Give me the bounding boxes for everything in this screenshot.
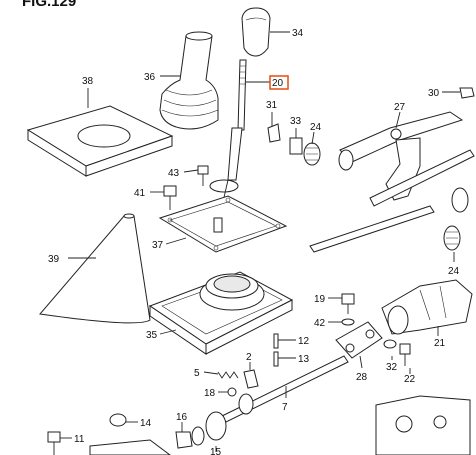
callout-13[interactable]: 13 <box>298 354 310 365</box>
callout-19[interactable]: 19 <box>314 294 326 305</box>
callout-36[interactable]: 36 <box>144 72 156 83</box>
callout-31[interactable]: 31 <box>266 100 278 111</box>
callout-12[interactable]: 12 <box>298 336 310 347</box>
housing-21-part[interactable] <box>381 279 473 335</box>
bushing-2-part[interactable] <box>243 369 259 389</box>
callout-18[interactable]: 18 <box>204 388 216 399</box>
bolt-22-part[interactable] <box>399 343 411 366</box>
callout-24-lower[interactable]: 24 <box>448 266 460 277</box>
callout-28[interactable]: 28 <box>356 372 368 383</box>
shift-knob-part[interactable] <box>241 7 271 57</box>
callout-24-upper[interactable]: 24 <box>310 122 322 133</box>
bolt-19-part[interactable] <box>341 293 355 314</box>
callout-42[interactable]: 42 <box>314 318 326 329</box>
linkage-rod-right[interactable] <box>309 149 475 253</box>
callout-7[interactable]: 7 <box>282 402 288 413</box>
bushing-15-part[interactable] <box>191 411 227 446</box>
callout-30[interactable]: 30 <box>428 88 440 99</box>
callout-27[interactable]: 27 <box>394 102 406 113</box>
callout-39[interactable]: 39 <box>48 254 60 265</box>
washer-42-part[interactable] <box>341 318 355 326</box>
highlight-box-20 <box>269 75 289 90</box>
callout-43[interactable]: 43 <box>168 168 180 179</box>
gasket-plate-part[interactable] <box>158 195 288 253</box>
callout-2[interactable]: 2 <box>246 352 252 363</box>
callout-11[interactable]: 11 <box>74 434 85 445</box>
callout-41[interactable]: 41 <box>134 188 146 199</box>
callout-35[interactable]: 35 <box>146 330 158 341</box>
washer-32-part[interactable] <box>383 339 397 349</box>
ball-18-part[interactable] <box>227 387 237 397</box>
cap-14-part[interactable] <box>109 413 127 427</box>
bolt-43-part[interactable] <box>197 165 209 186</box>
nut-part[interactable] <box>459 87 475 99</box>
figure-title: FIG.129 <box>22 0 76 10</box>
joint-28-part[interactable] <box>335 321 383 359</box>
bolt-41-part[interactable] <box>163 185 177 210</box>
nut-16-part[interactable] <box>175 431 193 449</box>
callout-21[interactable]: 21 <box>434 338 446 349</box>
leader-lines <box>60 31 460 452</box>
bolt-11-part[interactable] <box>47 431 61 455</box>
base-boot-part[interactable] <box>148 271 294 355</box>
shift-boot-part[interactable] <box>159 31 219 130</box>
bracket-lower-right[interactable] <box>375 395 471 455</box>
spring-5-part[interactable] <box>217 371 239 379</box>
pin-12-part[interactable] <box>273 333 279 349</box>
cover-plate-part[interactable] <box>26 105 174 177</box>
callout-32[interactable]: 32 <box>386 362 398 373</box>
callout-33[interactable]: 33 <box>290 116 302 127</box>
cone-boot-part[interactable] <box>39 213 151 324</box>
callout-16[interactable]: 16 <box>176 412 188 423</box>
callout-37[interactable]: 37 <box>152 240 164 251</box>
callout-38[interactable]: 38 <box>82 76 94 87</box>
callout-14[interactable]: 14 <box>140 418 152 429</box>
callout-20[interactable]: 20 <box>272 78 284 89</box>
callout-34[interactable]: 34 <box>292 28 304 39</box>
callout-5[interactable]: 5 <box>194 368 200 379</box>
lower-housing-part[interactable] <box>89 439 171 455</box>
pin-13-part[interactable] <box>273 351 279 367</box>
callout-15[interactable]: 15 <box>210 447 222 455</box>
callout-22[interactable]: 22 <box>404 374 416 385</box>
